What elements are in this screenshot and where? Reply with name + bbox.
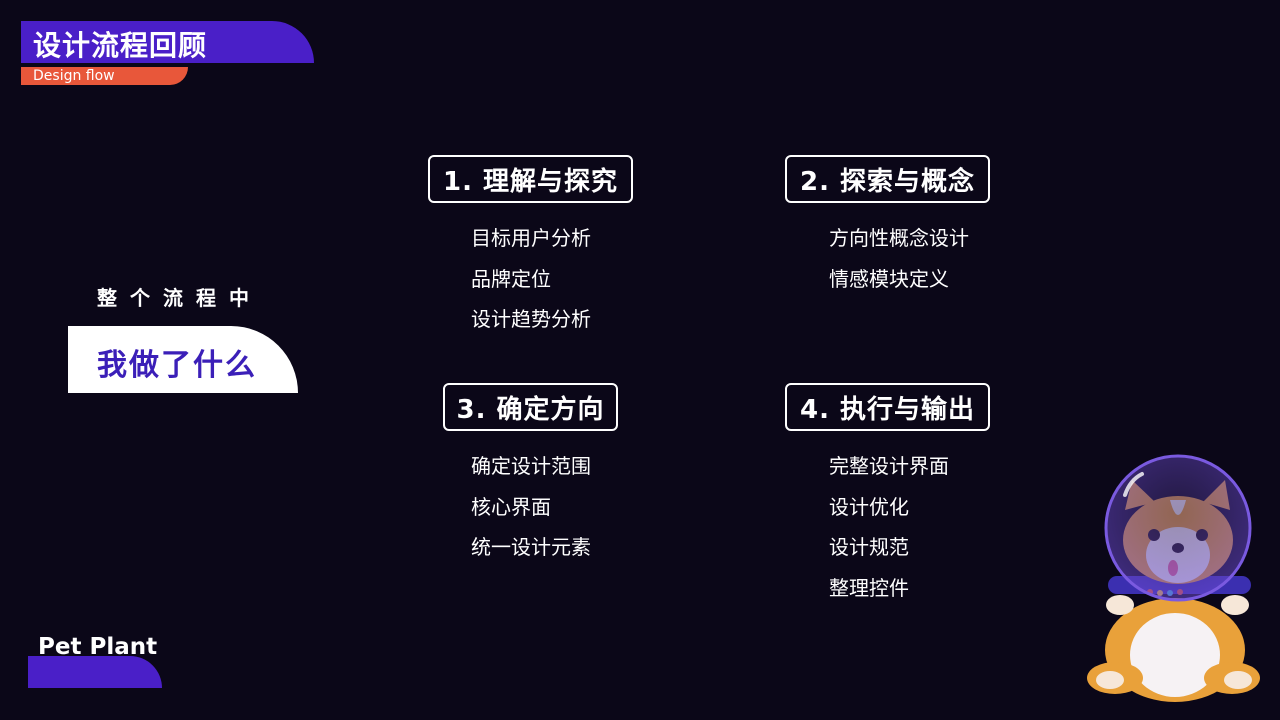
intro-highlight-box (68, 326, 298, 393)
list-item: 设计趋势分析 (471, 307, 591, 332)
page-title: 设计流程回顾 (33, 29, 208, 62)
list-item: 统一设计元素 (471, 535, 591, 560)
intro-highlight-text: 我做了什么 (97, 348, 257, 383)
list-item: 情感模块定义 (829, 266, 949, 291)
page-subtitle: Design flow (33, 68, 115, 84)
step-3-title: 3. 确定方向 (443, 383, 618, 431)
list-item: 目标用户分析 (471, 226, 591, 250)
title-banner (21, 21, 314, 63)
step-2-list: 方向性概念设计 情感模块定义 (829, 225, 969, 306)
list-item: 方向性概念设计 (829, 226, 969, 250)
list-item: 设计规范 (829, 535, 909, 560)
step-1-title: 1. 理解与探究 (428, 155, 633, 203)
list-item: 核心界面 (471, 494, 551, 519)
step-3-list: 确定设计范围 核心界面 统一设计元素 (471, 453, 591, 575)
list-item: 确定设计范围 (471, 454, 591, 478)
brand-banner (28, 656, 162, 688)
list-item: 整理控件 (829, 575, 909, 600)
step-1-list: 目标用户分析 品牌定位 设计趋势分析 (471, 225, 591, 347)
step-4-title: 4. 执行与输出 (785, 383, 990, 431)
list-item: 设计优化 (829, 494, 909, 519)
step-2-title: 2. 探索与概念 (785, 155, 990, 203)
list-item: 品牌定位 (471, 266, 551, 291)
subtitle-banner (21, 67, 188, 85)
astronaut-corgi-icon (1087, 454, 1260, 702)
list-item: 完整设计界面 (829, 454, 949, 478)
brand-name: Pet Plant (38, 634, 158, 660)
intro-caption: 整个流程中 (97, 286, 262, 310)
step-4-list: 完整设计界面 设计优化 设计规范 整理控件 (829, 453, 949, 615)
